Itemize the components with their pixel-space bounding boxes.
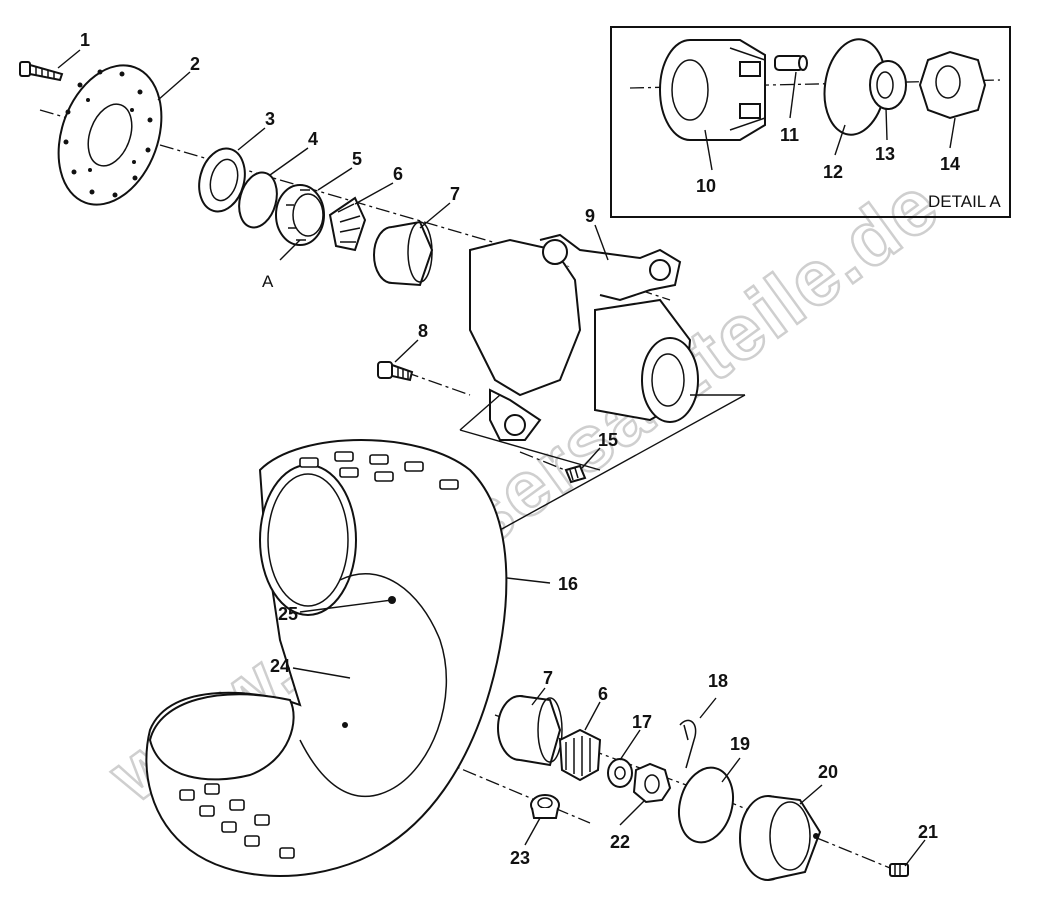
roller-bearing-part-6b	[558, 728, 602, 782]
roller-bearing-part-6a	[328, 196, 367, 252]
callout-16: 16	[558, 574, 578, 594]
callout-4: 4	[308, 129, 318, 149]
collet-part-10	[659, 39, 766, 141]
lug-stud-part-15	[564, 464, 587, 484]
callout-10: 10	[696, 176, 716, 196]
callout-6a: 6	[393, 164, 403, 184]
callout-20: 20	[818, 762, 838, 782]
callout-assembly-a: A	[262, 272, 274, 291]
callout-7b: 7	[543, 668, 553, 688]
pin-part-11	[774, 55, 808, 71]
callout-11: 11	[780, 125, 799, 145]
cotter-pin-part-18	[679, 719, 697, 769]
callout-24: 24	[270, 656, 290, 676]
snap-ring-part-4	[238, 171, 278, 229]
brake-disc-part-2	[57, 64, 163, 206]
o-ring-part-19	[678, 766, 734, 844]
wheel-hub-part-9	[459, 233, 746, 531]
callout-8: 8	[418, 321, 428, 341]
callout-23: 23	[510, 848, 530, 868]
callout-18: 18	[708, 671, 728, 691]
callout-17: 17	[632, 712, 652, 732]
castle-nut-part-22	[632, 762, 672, 804]
detail-a-title: DETAIL A	[928, 192, 1001, 211]
bearing-assembly-part-5	[275, 184, 325, 246]
callout-22: 22	[610, 832, 630, 852]
callout-15: 15	[598, 430, 618, 450]
bearing-cup-part-7b	[497, 695, 563, 767]
lug-nut-part-23	[530, 794, 560, 819]
callout-labels: 1 2 3 4 5 6 7 A 9 8 15 16 25 24 7 6 17 1…	[80, 30, 1001, 868]
hex-nut-part-14	[918, 50, 987, 120]
callout-21: 21	[918, 822, 938, 842]
callout-12: 12	[823, 162, 843, 182]
bearing-cup-part-7a	[373, 220, 434, 287]
callout-1: 1	[80, 30, 90, 50]
leader-lines	[57, 49, 956, 867]
callout-13: 13	[875, 144, 895, 164]
callout-5: 5	[352, 149, 362, 169]
washer-part-17	[607, 758, 633, 788]
callout-2: 2	[190, 54, 200, 74]
washer-part-13	[869, 60, 907, 110]
detail-a-box	[610, 26, 1011, 218]
callout-19: 19	[730, 734, 750, 754]
callout-25: 25	[278, 604, 298, 624]
hub-cap-part-20	[739, 795, 822, 881]
callout-6b: 6	[598, 684, 608, 704]
screw-part-1	[19, 61, 64, 82]
callout-9: 9	[585, 206, 595, 226]
callout-7a: 7	[450, 184, 460, 204]
callout-3: 3	[265, 109, 275, 129]
seal-ring-part-3	[198, 147, 246, 213]
tire-part-16	[145, 439, 508, 878]
bolt-part-8	[377, 361, 414, 382]
screw-part-21	[889, 863, 909, 877]
callout-14: 14	[940, 154, 960, 174]
